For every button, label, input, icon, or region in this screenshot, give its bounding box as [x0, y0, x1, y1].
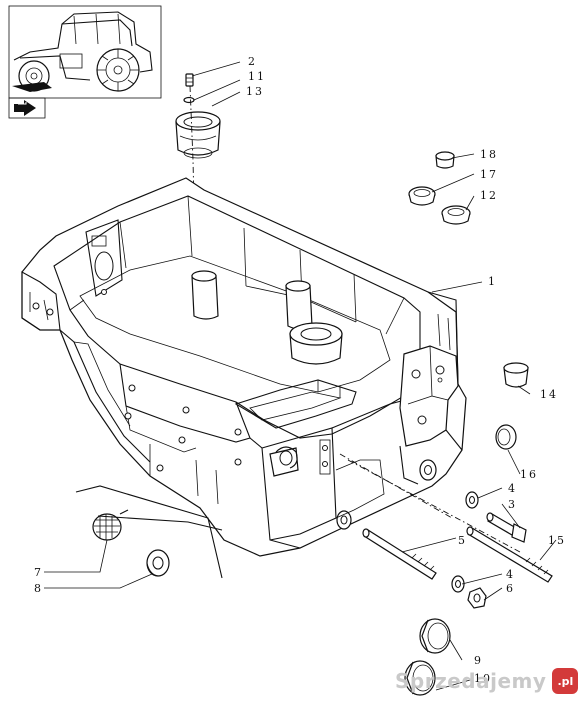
callout-12: 12 — [480, 189, 498, 202]
cap-17 — [408, 186, 436, 206]
plug-10 — [404, 660, 436, 696]
callout-1: 1 — [488, 275, 497, 288]
callout-17: 17 — [480, 168, 498, 181]
callout-7: 7 — [34, 566, 43, 579]
plug-9 — [419, 618, 451, 654]
front-axle-support-housing-1 — [21, 177, 467, 557]
cap-16 — [495, 424, 517, 450]
callout-15: 15 — [548, 534, 566, 547]
callout-18: 18 — [480, 148, 498, 161]
bushing-13 — [175, 111, 221, 159]
callout-13: 13 — [246, 85, 264, 98]
pin-15 — [466, 526, 553, 583]
page-arrow-icon — [8, 97, 46, 119]
tractor-thumbnail-icon — [8, 5, 162, 99]
callout-3: 3 — [508, 498, 517, 511]
callout-8: 8 — [34, 582, 43, 595]
washer-4-lower — [451, 575, 465, 593]
callout-16: 16 — [520, 468, 538, 481]
callout-5: 5 — [458, 534, 467, 547]
callout-labels: 2 11 13 18 17 12 1 14 16 4 3 5 15 4 6 7 … — [34, 55, 566, 685]
cap-12 — [441, 205, 471, 225]
callout-14: 14 — [540, 388, 558, 401]
callout-9: 9 — [474, 654, 483, 667]
callout-10: 10 — [474, 672, 492, 685]
washer-11 — [183, 96, 195, 104]
bolt-2 — [185, 73, 194, 87]
nut-6 — [467, 587, 487, 609]
plug-14 — [503, 362, 529, 388]
washer-8 — [146, 549, 170, 577]
callout-6: 6 — [506, 582, 515, 595]
plug-18 — [435, 151, 455, 169]
callout-11: 11 — [248, 70, 266, 83]
callout-2: 2 — [248, 55, 257, 68]
pin-5 — [362, 528, 437, 580]
leader-lines — [44, 61, 557, 691]
callout-4-lower: 4 — [506, 568, 515, 581]
bolt-3 — [486, 512, 527, 543]
washer-4-upper — [465, 491, 479, 509]
strainer-7 — [92, 509, 129, 541]
callout-4-upper: 4 — [508, 482, 517, 495]
